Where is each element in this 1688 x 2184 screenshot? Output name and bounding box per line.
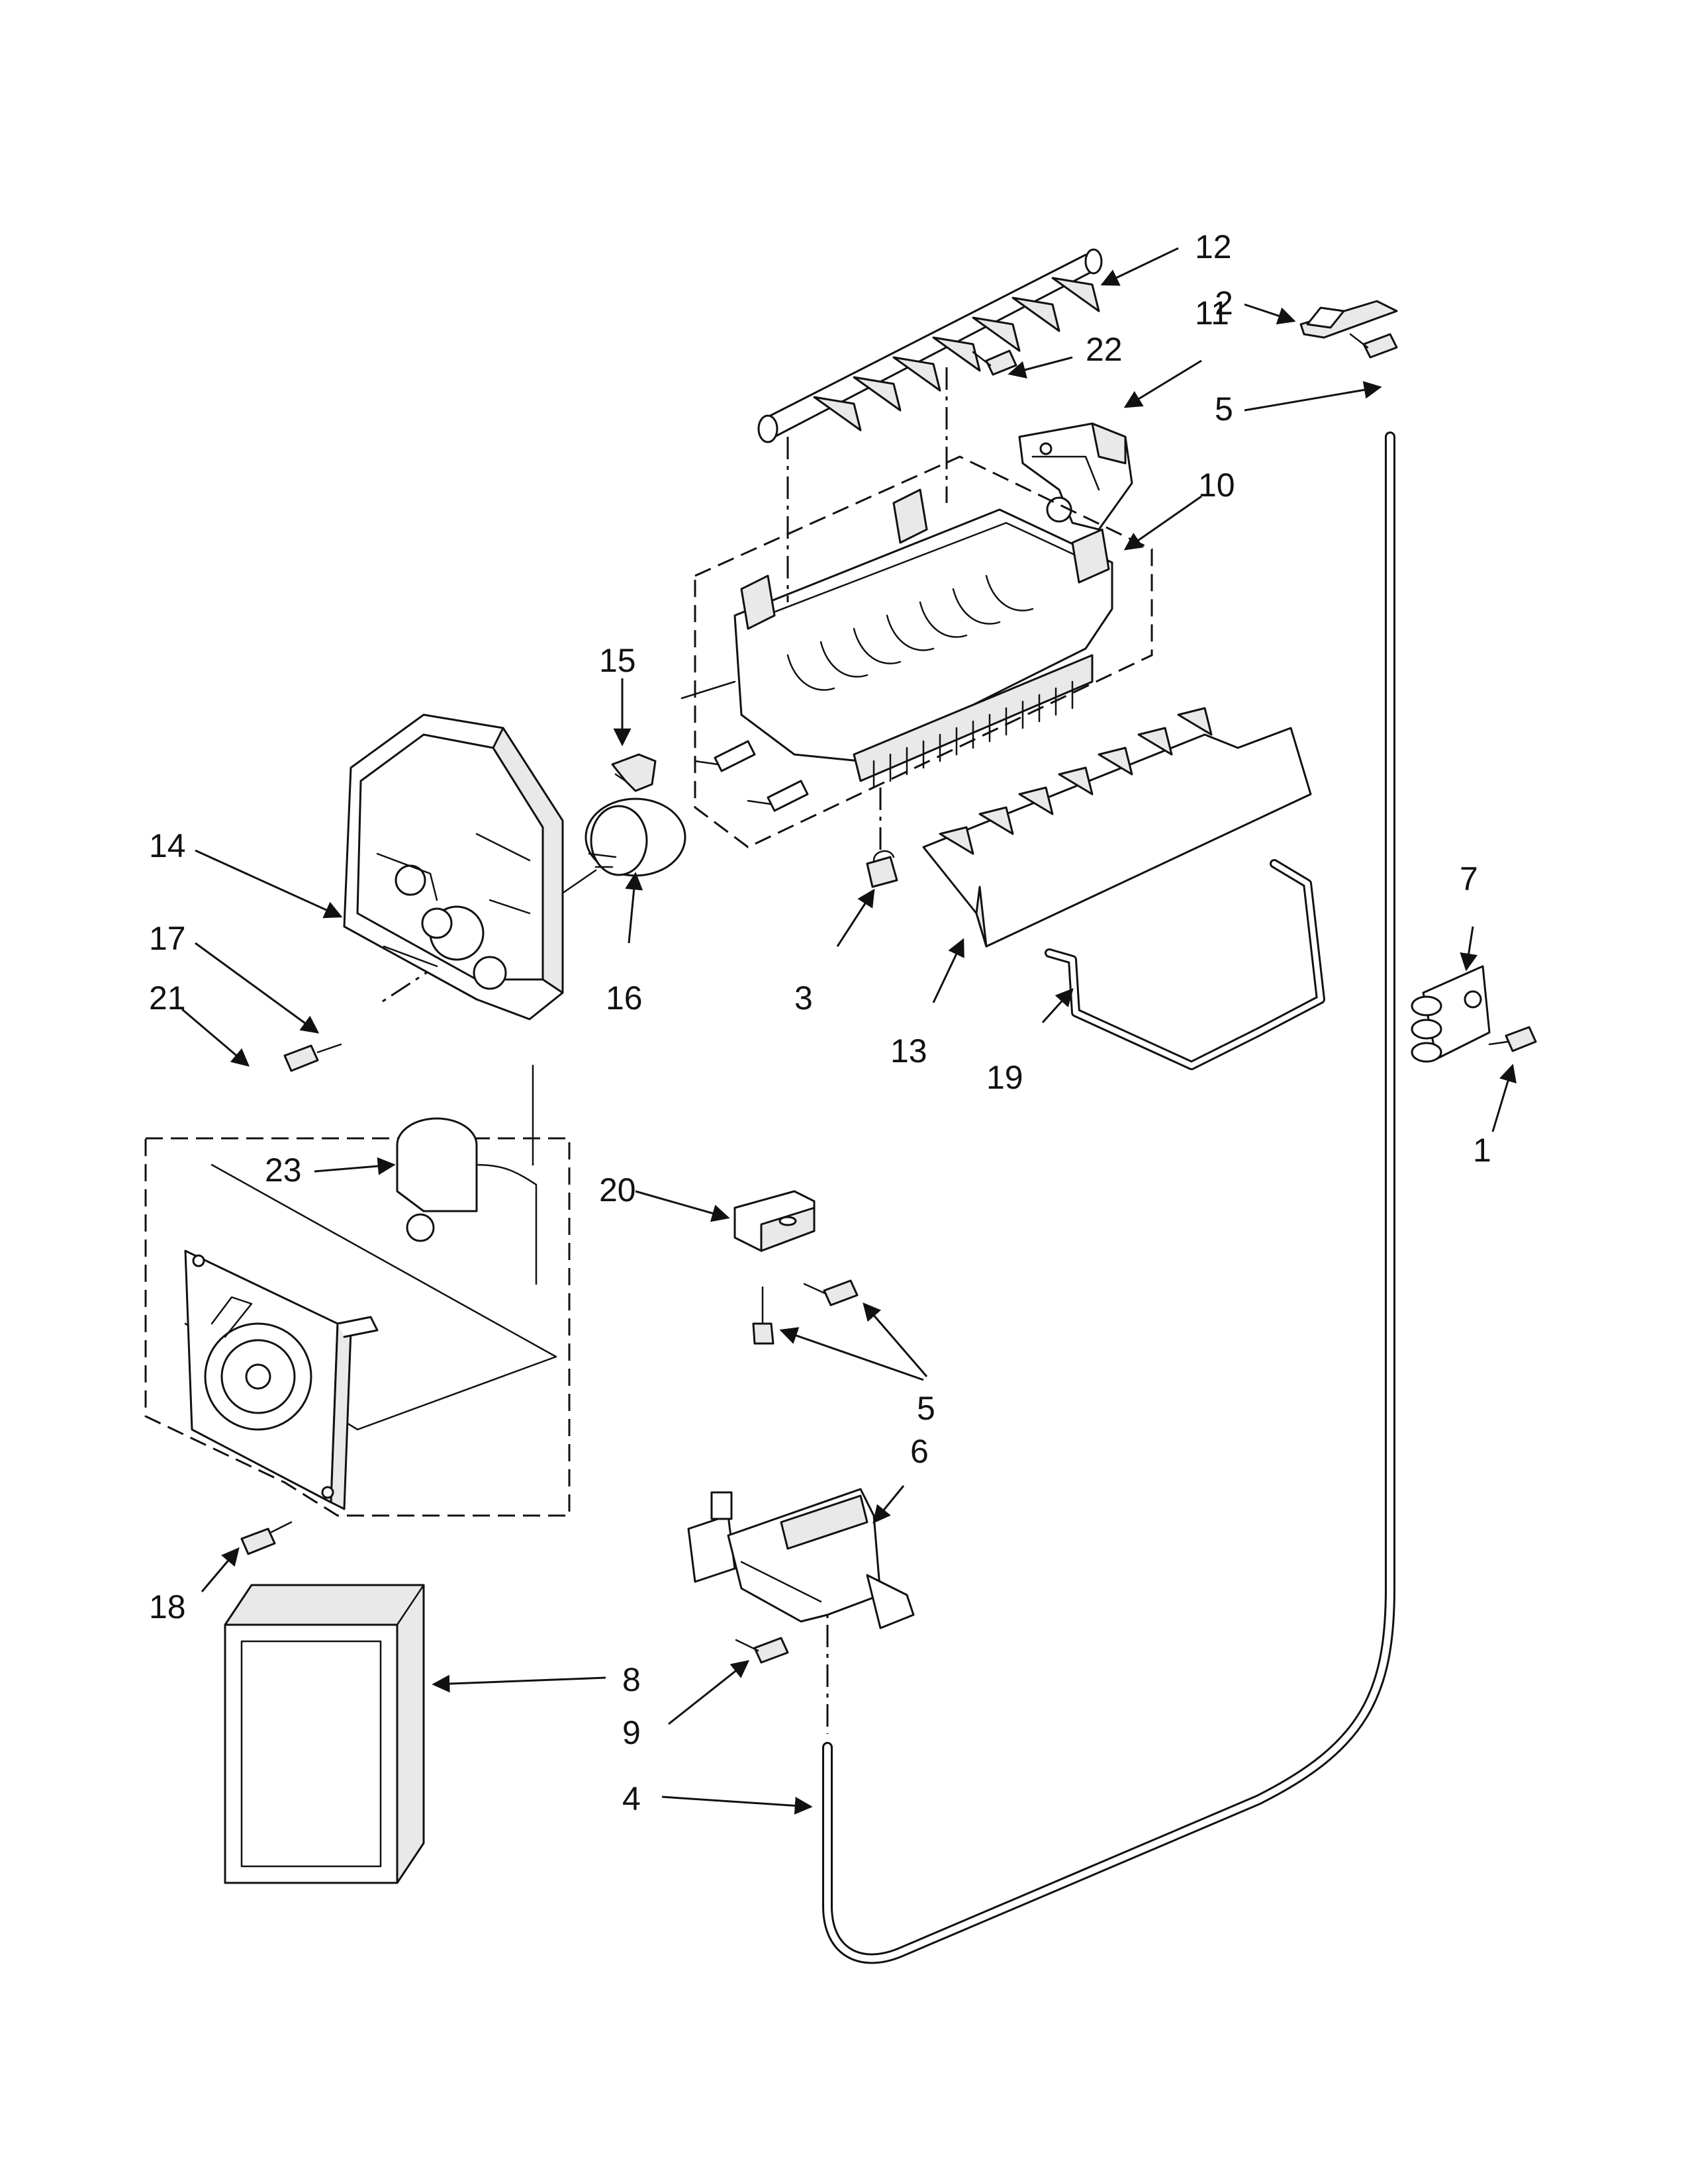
bracket-part-11 bbox=[1018, 422, 1133, 531]
callout-1: 1 bbox=[1473, 1132, 1491, 1169]
water-tube bbox=[822, 432, 1395, 1964]
bracket-part-2 bbox=[1299, 300, 1398, 339]
callout-21: 21 bbox=[149, 979, 186, 1017]
callout-20: 20 bbox=[599, 1171, 636, 1208]
ejector-shaft bbox=[757, 248, 1103, 443]
screw-part-9 bbox=[735, 1637, 789, 1664]
cover-part-8 bbox=[224, 1584, 425, 1884]
screw-part-17 bbox=[283, 1043, 342, 1072]
screw-part-18 bbox=[240, 1521, 293, 1555]
control-module-assembly bbox=[144, 1064, 571, 1517]
callout-5-top: 5 bbox=[1215, 390, 1233, 428]
leader-lines bbox=[181, 247, 1517, 1815]
callout-2: 2 bbox=[1215, 285, 1233, 322]
callout-6: 6 bbox=[910, 1433, 929, 1470]
clip-part-15 bbox=[611, 753, 657, 792]
screw-part-5-vertical bbox=[752, 1286, 774, 1345]
bracket-part-20 bbox=[733, 1190, 816, 1252]
callout-3: 3 bbox=[794, 979, 813, 1017]
callout-19: 19 bbox=[986, 1059, 1023, 1096]
tube-clamp bbox=[1411, 965, 1491, 1063]
housing-part-14 bbox=[343, 713, 564, 1021]
thermostat-part-16 bbox=[585, 797, 686, 877]
callout-8: 8 bbox=[622, 1661, 641, 1698]
timer-motor-part-23 bbox=[396, 1064, 538, 1285]
water-valve bbox=[687, 1488, 915, 1629]
screw-part-5-top bbox=[1349, 333, 1398, 359]
callout-12: 12 bbox=[1195, 228, 1232, 265]
clip-part-3 bbox=[866, 850, 898, 888]
callout-7: 7 bbox=[1460, 860, 1478, 897]
callout-22: 22 bbox=[1086, 331, 1123, 368]
ice-mold bbox=[733, 488, 1113, 789]
callout-14: 14 bbox=[149, 827, 186, 864]
callout-13: 13 bbox=[890, 1032, 927, 1069]
shut-off-arm bbox=[1045, 859, 1325, 1070]
screw-part-1 bbox=[1488, 1026, 1537, 1052]
ice-mold-assembly bbox=[680, 455, 1153, 848]
mold-heater-terminals bbox=[680, 680, 809, 812]
callout-5-bracket: 5 bbox=[917, 1390, 935, 1427]
ice-stripper bbox=[922, 707, 1312, 948]
callout-labels: 1 2 3 4 5 5 6 7 8 9 10 11 12 13 14 15 16… bbox=[149, 228, 1491, 1817]
callout-4: 4 bbox=[622, 1780, 641, 1817]
callout-15: 15 bbox=[599, 642, 636, 679]
callout-10: 10 bbox=[1198, 467, 1235, 504]
callout-18: 18 bbox=[149, 1588, 186, 1625]
module-plate bbox=[184, 1250, 379, 1510]
callout-16: 16 bbox=[606, 979, 643, 1017]
callout-17: 17 bbox=[149, 920, 186, 957]
callout-11: 11 bbox=[1195, 295, 1229, 332]
screw-part-5-bracket bbox=[803, 1279, 859, 1306]
callout-23: 23 bbox=[265, 1152, 302, 1189]
callout-9: 9 bbox=[622, 1714, 641, 1751]
